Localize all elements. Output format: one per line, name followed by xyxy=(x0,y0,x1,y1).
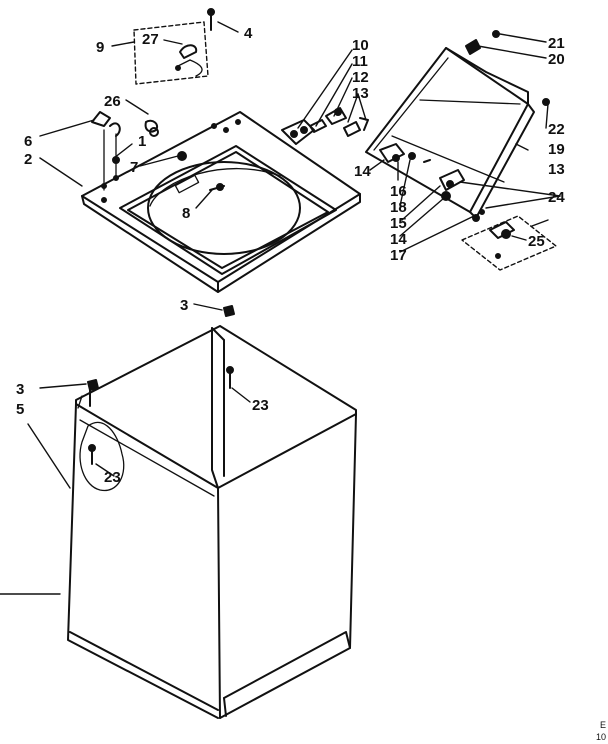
callout-26: 26 xyxy=(104,93,121,110)
access-panel-cutaway xyxy=(79,421,125,492)
top-frame xyxy=(81,111,361,293)
corner-code-line-1: E xyxy=(600,720,606,730)
leader-lines xyxy=(0,21,561,595)
callout-13: 13 xyxy=(548,161,565,178)
callout-9: 9 xyxy=(96,39,104,56)
callout-4: 4 xyxy=(244,25,253,42)
callout-18: 18 xyxy=(390,199,407,216)
callout-17: 17 xyxy=(390,247,407,264)
callout-6: 6 xyxy=(24,133,32,150)
callout-22: 22 xyxy=(548,121,565,138)
callout-19: 19 xyxy=(548,141,565,158)
callout-16: 16 xyxy=(390,183,407,200)
callout-7: 7 xyxy=(130,159,138,176)
callout-2: 2 xyxy=(24,151,32,168)
corner-code-line-2: 10 xyxy=(596,732,606,742)
callout-20: 20 xyxy=(548,51,565,68)
callout-14: 14 xyxy=(390,231,407,248)
callout-15: 15 xyxy=(390,215,407,232)
callouts: 4 27 9 26 6 1 2 7 8 10 11 12 13 14 16 18… xyxy=(16,25,606,742)
callout-24: 24 xyxy=(548,189,565,206)
callout-14: 14 xyxy=(354,163,371,180)
hardware xyxy=(87,8,557,465)
callout-1: 1 xyxy=(138,133,146,150)
callout-12: 12 xyxy=(352,69,369,86)
callout-25: 25 xyxy=(528,233,545,250)
callout-8: 8 xyxy=(182,205,190,222)
callout-3: 3 xyxy=(180,297,188,314)
lid xyxy=(365,47,535,219)
callout-13: 13 xyxy=(352,85,369,102)
callout-27: 27 xyxy=(142,31,159,48)
callout-10: 10 xyxy=(352,37,369,54)
callout-3: 3 xyxy=(16,381,24,398)
callout-23: 23 xyxy=(104,469,121,486)
cabinet xyxy=(67,325,357,719)
callout-11: 11 xyxy=(352,53,368,70)
callout-21: 21 xyxy=(548,35,565,52)
callout-23: 23 xyxy=(252,397,269,414)
callout-5: 5 xyxy=(16,401,24,418)
